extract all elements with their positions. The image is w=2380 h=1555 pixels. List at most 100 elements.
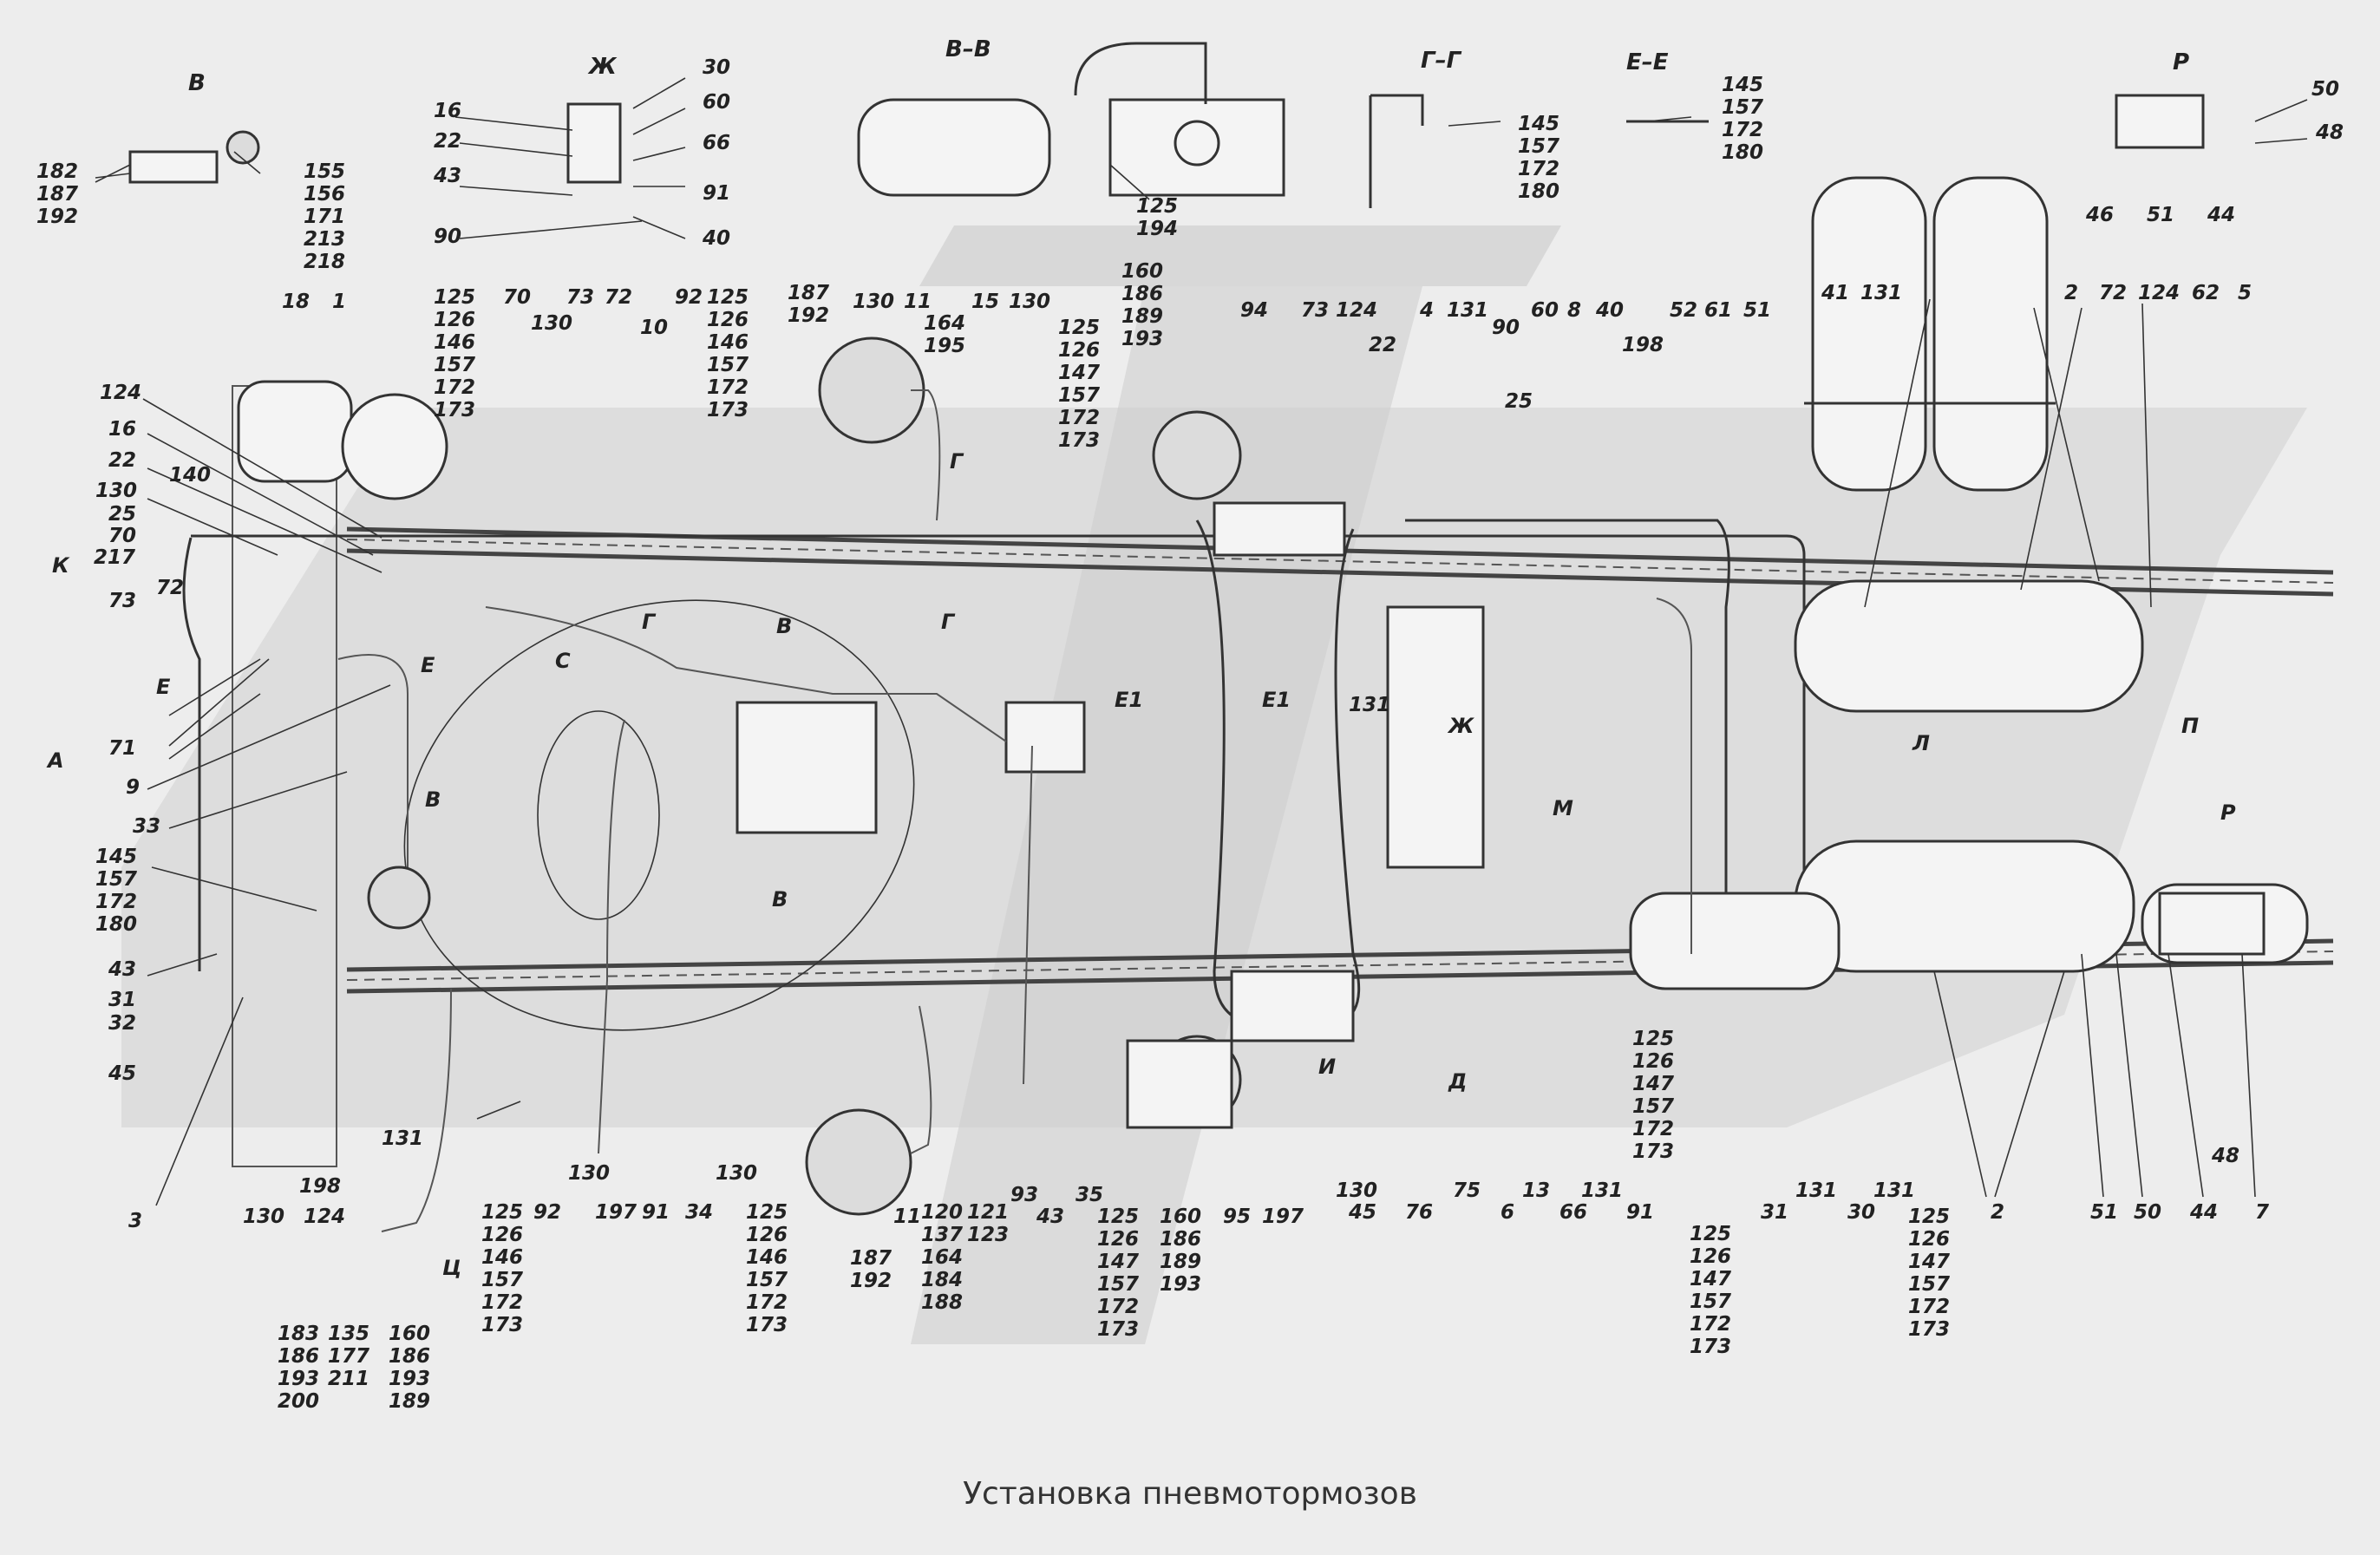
callout-number: 130 [853,291,894,313]
callout-c56: 72 [2099,282,2127,304]
callout-number: 197 [1262,1205,1304,1228]
callout-c111: 66 [1559,1201,1587,1224]
callout-number: 172 [481,1291,523,1314]
section-label-l: Л [1912,731,1930,755]
callout-number: 6 [1501,1201,1514,1224]
section-label-p: П [2181,714,2199,738]
callout-c26: 72 [605,286,632,309]
callout-number: 44 [2207,204,2235,226]
callout-number: 92 [675,286,703,309]
callout-number: 172 [746,1291,788,1314]
callout-number: 72 [2099,282,2127,304]
callout-number: 46 [2085,204,2114,226]
callout-c125: 48 [2211,1145,2239,1167]
callout-c50: 52 [1670,299,1697,322]
callout-c119: 131 [1873,1179,1915,1202]
callout-number: 147 [1097,1251,1139,1273]
diagram-caption: Установка пневмотормозов [963,1476,1417,1512]
view-details [128,42,2266,956]
callout-number: 41 [1821,282,1849,304]
callout-number: 171 [304,206,345,228]
callout-number: 146 [434,331,475,354]
callout-c116: 31 [1761,1201,1788,1224]
callout-c77: 45 [108,1062,136,1085]
callout-number: 76 [1405,1201,1433,1224]
callout-number: 50 [2311,78,2339,101]
callout-number: 187 [850,1247,892,1270]
callout-number: 192 [36,206,78,228]
callout-c52: 51 [1743,299,1771,322]
callout-c23: 70 [503,286,531,309]
callout-number: 157 [1097,1273,1139,1296]
callout-number: 124 [100,382,141,404]
callout-c44: 90 [1492,317,1520,339]
callout-c98: 93 [1010,1184,1038,1206]
callout-number: 140 [169,464,211,487]
callout-number: 147 [1690,1268,1731,1290]
callout-number: 184 [921,1269,963,1291]
callout-number: 160 [1121,260,1163,283]
callout-number: 157 [746,1269,788,1291]
callout-number: 31 [1761,1201,1788,1224]
section-label-ts: Ц [442,1256,461,1280]
callout-number: 218 [304,251,345,273]
callout-c27: 10 [640,317,668,339]
callout-number: 131 [382,1127,423,1150]
callout-number: 156 [304,183,345,206]
view-label-gg: Г–Г [1421,48,1462,74]
callout-number: 123 [967,1224,1009,1246]
section-label-a: А [46,748,64,773]
callout-c95: 11 [893,1205,921,1228]
callout-number: 15 [971,291,999,313]
callout-c48: 40 [1595,299,1624,322]
callout-number: 130 [531,312,572,335]
callout-number: 45 [108,1062,136,1085]
callout-number: 16 [434,100,461,122]
section-label-s: С [555,649,571,673]
view-label-r: Р [2173,49,2189,75]
callout-number: 125 [1058,317,1100,339]
callout-number: 173 [746,1314,788,1336]
view-labels: В Ж В–В Г–Г Е–Е Р К А Е Е С Г Г Г Е1 Е1 … [46,36,2236,1280]
callout-c90: 91 [642,1201,670,1224]
callout-number: 30 [1847,1201,1875,1224]
callout-number: 51 [2090,1201,2118,1224]
callout-c60: 124 [100,382,141,404]
callout-c34: 15 [971,291,999,313]
callout-number: 3 [128,1210,142,1232]
leader-lines [95,77,2308,1206]
callout-number: 125 [1632,1028,1674,1050]
callout-c45: 25 [1505,390,1533,413]
callout-number: 189 [1121,305,1163,328]
callout-number: 72 [605,286,632,309]
callout-numbers: 1821871921551561712132181622439030606691… [36,56,2344,1413]
callout-number: 164 [924,312,965,335]
callout-c113: 91 [1626,1201,1654,1224]
callout-number: 22 [108,449,136,472]
callout-c20: 18 [282,291,310,313]
callout-number: 146 [707,331,749,354]
callout-c78: 3 [128,1210,142,1232]
callout-number: 125 [707,286,749,309]
callout-number: 126 [1690,1245,1731,1268]
callout-number: 60 [1531,299,1559,322]
callout-number: 172 [1518,158,1559,180]
callout-number: 90 [1492,317,1520,339]
callout-number: 40 [702,227,730,250]
callout-number: 73 [108,590,136,612]
callout-number: 72 [156,577,184,599]
callout-number: 130 [1336,1179,1377,1202]
callout-number: 195 [924,335,965,357]
callout-c7: 30 [703,56,730,79]
